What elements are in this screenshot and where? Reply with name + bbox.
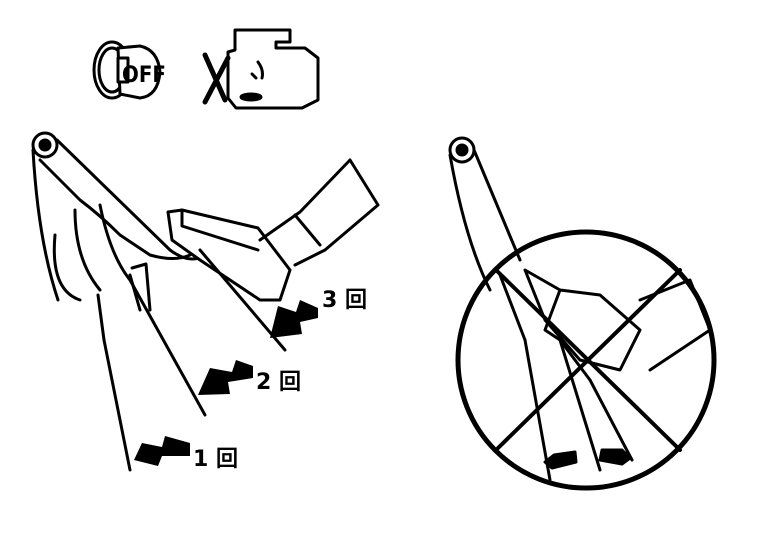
- step-1-label: 1 回: [193, 447, 238, 472]
- step-2-label: 2 回: [256, 370, 301, 395]
- engine-off-icon: [202, 28, 320, 110]
- key-off-icon: OFF: [92, 40, 166, 100]
- arrow-2-icon: [198, 360, 253, 395]
- brake-pedal-correct: [31, 131, 380, 472]
- step-3-label: 3 回: [322, 288, 367, 313]
- prohibited-pumping-icon: [448, 136, 717, 491]
- svg-text:OFF: OFF: [122, 63, 166, 88]
- arrow-1-icon: [134, 436, 190, 466]
- arrow-3-icon: [270, 300, 318, 338]
- press-arrows: [134, 300, 318, 466]
